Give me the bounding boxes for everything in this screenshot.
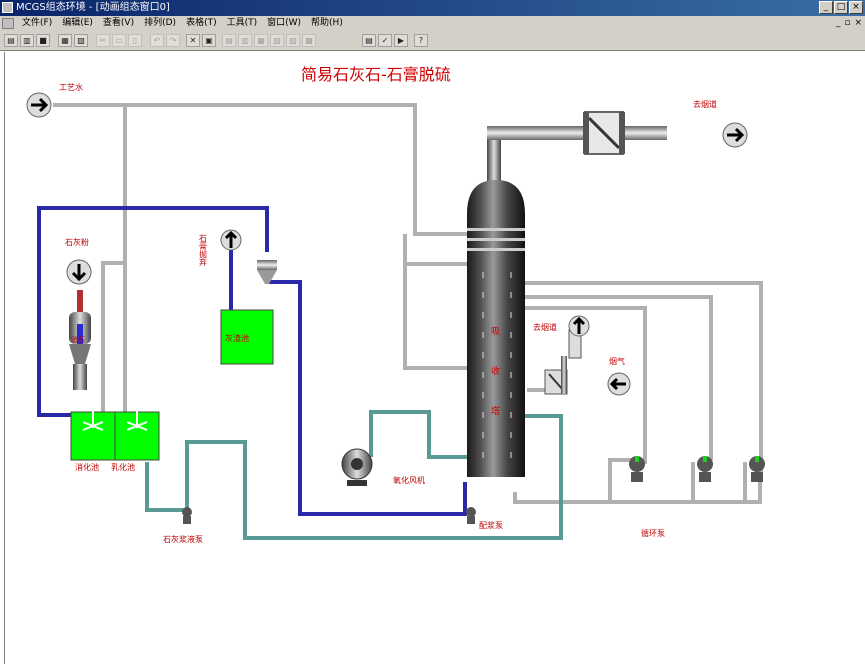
slurry-pipes-teal	[145, 410, 563, 540]
redo-icon[interactable]: ↷	[166, 34, 180, 47]
cut-icon[interactable]: ✂	[96, 34, 110, 47]
label-circulation-pump: 循环泵	[641, 528, 665, 538]
align-middle-icon[interactable]: ▨	[286, 34, 300, 47]
new-icon[interactable]: ▤	[4, 34, 18, 47]
open-icon[interactable]: ▥	[20, 34, 34, 47]
app-icon	[2, 2, 13, 13]
mdi-restore-button[interactable]: ▫	[844, 18, 851, 28]
label-absorber-3: 塔	[491, 405, 500, 417]
menu-tools[interactable]: 工具(T)	[226, 18, 258, 28]
label-limestone-slurry-pump: 石灰浆液泵	[163, 534, 203, 544]
label-gypsum: 石膏抛弃	[199, 234, 208, 267]
agitator-icon	[82, 402, 148, 431]
run-icon[interactable]: ▶	[394, 34, 408, 47]
process-water-pipes	[53, 103, 763, 504]
pump-icon[interactable]	[182, 456, 765, 524]
align-center-icon[interactable]: ▥	[238, 34, 252, 47]
label-emulsion-tank: 乳化池	[111, 462, 135, 472]
save-icon[interactable]: ■	[36, 34, 50, 47]
process-diagram: 简易石灰石-石膏脱硫 工艺水 去烟道 石灰粉 石膏抛弃 去烟道 烟气 消化池 乳…	[26, 65, 765, 544]
align-left-icon[interactable]: ▤	[222, 34, 236, 47]
maximize-button[interactable]: □	[834, 1, 848, 14]
label-slurry-pump-mix: 配浆泵	[479, 520, 503, 530]
document-icon[interactable]	[2, 18, 14, 29]
label-limestone-powder: 石灰粉	[65, 237, 89, 247]
frame-icon[interactable]: ▣	[202, 34, 216, 47]
align-bottom-icon[interactable]: ▩	[302, 34, 316, 47]
flow-arrow-icon[interactable]	[26, 92, 748, 396]
minimize-button[interactable]: _	[819, 1, 833, 14]
absorber-tower	[467, 180, 525, 477]
label-to-chimney-mid: 去烟道	[533, 322, 557, 332]
diagram-title: 简易石灰石-石膏脱硫	[301, 65, 451, 84]
menu-arrange[interactable]: 排列(D)	[144, 18, 177, 28]
label-silo: 消石	[71, 335, 85, 344]
mdi-minimize-button[interactable]: _	[835, 18, 841, 28]
align-right-icon[interactable]: ▦	[254, 34, 268, 47]
window-title: MCGS组态环境 - [动画组态窗口0]	[16, 2, 170, 13]
menu-edit[interactable]: 编辑(E)	[62, 18, 93, 28]
tools-icon[interactable]: ✕	[186, 34, 200, 47]
close-button[interactable]: ×	[849, 1, 863, 14]
drawing-canvas[interactable]: 简易石灰石-石膏脱硫 工艺水 去烟道 石灰粉 石膏抛弃 去烟道 烟气 消化池 乳…	[4, 52, 863, 664]
menu-file[interactable]: 文件(F)	[22, 18, 53, 28]
label-process-water: 工艺水	[59, 82, 83, 92]
window-titlebar[interactable]: MCGS组态环境 - [动画组态窗口0] _ □ ×	[0, 0, 865, 16]
lime-silo	[69, 290, 91, 390]
copy-icon[interactable]: ▭	[112, 34, 126, 47]
menu-bar: 文件(F) 编辑(E) 查看(V) 排列(D) 表格(T) 工具(T) 窗口(W…	[0, 16, 865, 31]
mdi-close-button[interactable]: ×	[854, 18, 862, 28]
bypass-damper	[544, 329, 582, 395]
preview-icon[interactable]: ▧	[74, 34, 88, 47]
help-icon[interactable]: ?	[414, 34, 428, 47]
label-to-chimney-top: 去烟道	[693, 99, 717, 109]
properties-icon[interactable]: ▤	[362, 34, 376, 47]
menu-window[interactable]: 窗口(W)	[267, 18, 302, 28]
menu-help[interactable]: 帮助(H)	[311, 18, 343, 28]
label-absorber-2: 收	[491, 365, 500, 377]
menu-view[interactable]: 查看(V)	[102, 18, 135, 28]
align-top-icon[interactable]: ▧	[270, 34, 284, 47]
menu-table[interactable]: 表格(T)	[186, 18, 217, 28]
fan-icon[interactable]	[341, 448, 373, 486]
label-absorber-1: 吸	[491, 326, 500, 337]
check-icon[interactable]: ✓	[378, 34, 392, 47]
toolbar: ▤ ▥ ■ ▦ ▧ ✂ ▭ ▯ ↶ ↷ ✕ ▣ ▤ ▥ ▦ ▧ ▨ ▩ ▤ ✓ …	[0, 31, 865, 51]
label-ash-tank: 灰渣池	[225, 333, 249, 343]
slurry-pipes-blue	[37, 206, 467, 516]
label-oxidation-fan: 氧化风机	[393, 475, 425, 485]
undo-icon[interactable]: ↶	[150, 34, 164, 47]
label-slaking-tank: 消化池	[75, 462, 99, 472]
paste-icon[interactable]: ▯	[128, 34, 142, 47]
flue-damper	[583, 111, 625, 155]
ash-tank	[220, 309, 274, 365]
label-flue-gas: 烟气	[609, 356, 625, 366]
gypsum-hopper	[257, 260, 277, 284]
print-icon[interactable]: ▦	[58, 34, 72, 47]
